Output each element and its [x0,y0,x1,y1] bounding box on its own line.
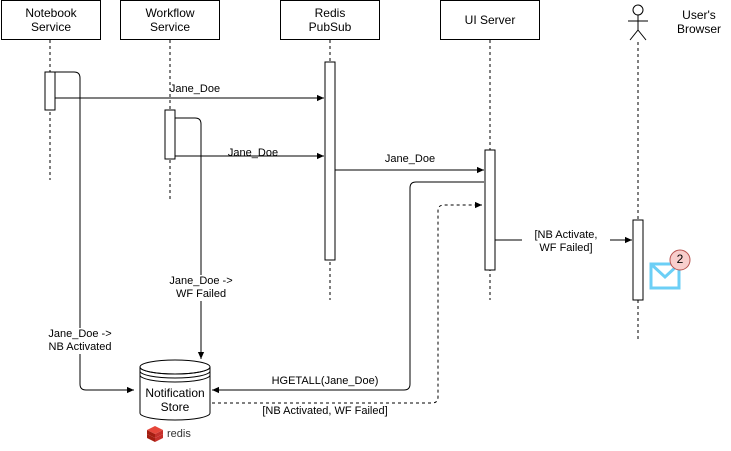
label-ui-to-browser: [NB Activate, WF Failed] [522,229,610,255]
arrow-nb-to-store [55,71,134,394]
participant-users-browser: User's Browser [676,8,721,36]
notification-badge [669,249,691,271]
activation-notebook [44,71,56,111]
activation-redis-pubsub [324,61,336,261]
participant-workflow-service: Workflow Service [120,0,220,40]
activation-users-browser [632,219,644,301]
participant-redis-pubsub: Redis PubSub [280,0,380,40]
notification-store-cylinder [139,359,211,421]
label-store-to-ui: [NB Activated, WF Failed] [262,405,388,417]
participant-ui-server: UI Server [440,0,540,40]
arrow-ui-to-store [212,181,484,394]
redis-logo-icon [147,426,163,442]
label-pubsub-to-ui: Jane_Doe [384,153,436,165]
label-wf-to-pubsub: Jane_Doe [227,147,279,159]
arrow-store-to-ui [212,201,482,404]
redis-logo-text: redis [167,428,191,440]
label-wf-to-store: Jane_Doe -> WF Failed [160,275,242,301]
label-nb-to-store: Jane_Doe -> NB Activated [34,328,126,354]
notification-store-label: Notification Store [145,386,205,414]
participant-notebook-service: Notebook Service [1,0,101,40]
activation-ui-server [484,149,496,271]
label-nb-to-pubsub: Jane_Doe [169,83,221,95]
envelope-icon [649,262,681,290]
label-ui-to-store: HGETALL(Jane_Doe) [271,375,379,387]
activation-workflow [164,109,176,160]
notification-badge-count: 2 [676,252,684,266]
user-actor-icon [628,4,648,41]
arrow-wf-to-store [175,117,205,359]
